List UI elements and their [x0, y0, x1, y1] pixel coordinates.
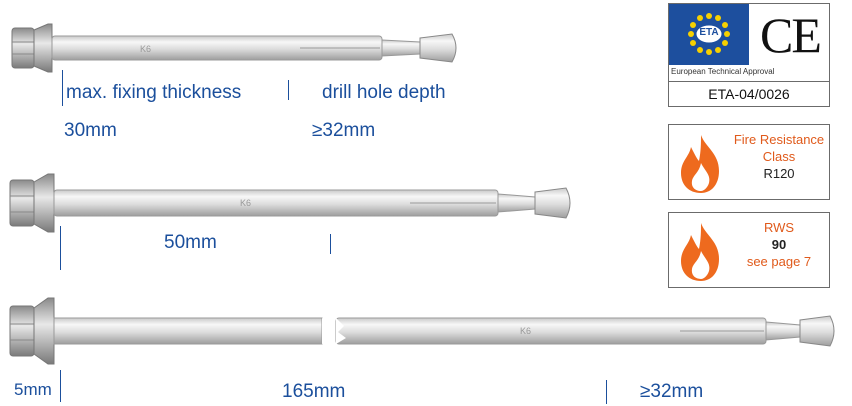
rws-badge: RWS 90 see page 7 [668, 212, 830, 288]
eta-logo-text: ETA [699, 27, 719, 38]
anchor-bolt-medium: K6 [9, 173, 571, 233]
eu-stars-icon [688, 13, 730, 55]
fixing-thickness-value: 50mm [164, 232, 217, 253]
fire-resistance-value: R120 [763, 166, 795, 181]
anchor-marking: K6 [240, 198, 251, 208]
fixing-end-tick [606, 380, 607, 404]
fire-resistance-line2: Class [762, 149, 796, 164]
fixing-start-tick [60, 370, 61, 402]
fixing-end-tick [288, 80, 289, 100]
anchor-bolt-long: K6 [9, 297, 835, 365]
fixing-start-tick [60, 226, 61, 270]
anchor-marking: K6 [520, 326, 531, 336]
fixing-end-tick [330, 234, 331, 254]
anchor-marking: K6 [140, 44, 151, 54]
rws-note: see page 7 [746, 254, 812, 269]
fixing-thickness-value: 165mm [282, 381, 346, 402]
anchor-bolt-short: K6 [11, 23, 457, 73]
fire-resistance-badge: Fire Resistance Class R120 [668, 124, 830, 200]
eta-caption: European Technical Approval [671, 67, 775, 76]
ce-mark: CE [760, 7, 822, 63]
rws-value: 90 [771, 237, 787, 252]
rws-title: RWS [763, 220, 795, 235]
fire-resistance-line1: Fire Resistance [733, 132, 825, 147]
fixing-start-tick [62, 70, 63, 106]
fixing-thickness-value: 30mm [64, 120, 117, 141]
max-fixing-thickness-label: max. fixing thickness [66, 82, 242, 103]
drill-depth-value: ≥32mm [640, 381, 704, 402]
flame-icon [681, 223, 719, 281]
head-value: 5mm [14, 380, 52, 399]
eu-flag: ETA [669, 4, 749, 65]
eta-certificate: ETA CE European Technical Approval ETA-0… [668, 3, 830, 107]
eta-number: ETA-04/0026 [708, 86, 790, 102]
drill-hole-depth-label: drill hole depth [322, 82, 446, 103]
flame-icon [681, 135, 719, 193]
drill-depth-value: ≥32mm [312, 120, 376, 141]
